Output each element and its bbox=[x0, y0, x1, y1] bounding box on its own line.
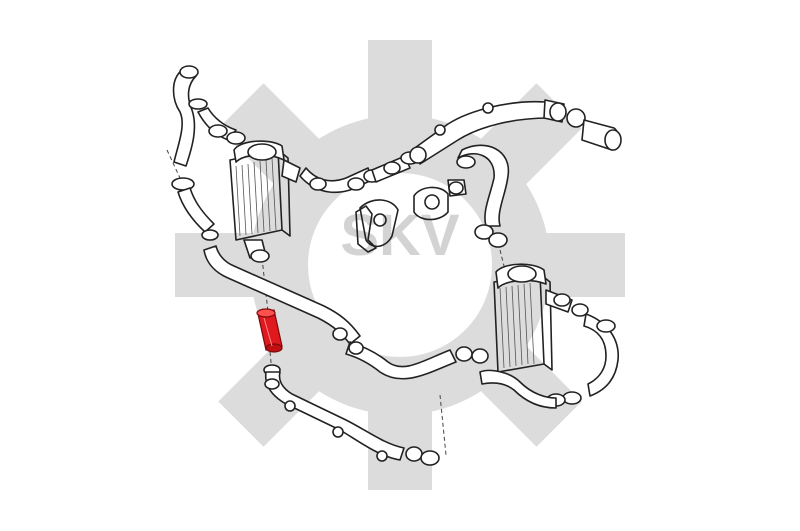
throttle-body bbox=[359, 179, 467, 248]
upper-intercooler bbox=[229, 140, 301, 263]
upper-intercooler-fins bbox=[235, 157, 277, 237]
lower-intercooler bbox=[493, 263, 589, 373]
hose-upper-center bbox=[299, 151, 420, 194]
lower-intercooler-fins bbox=[499, 282, 535, 369]
hose-upper-left bbox=[171, 65, 219, 241]
highlighted-intercooler-pipe[interactable] bbox=[256, 308, 283, 353]
hose-lower-left bbox=[263, 364, 440, 466]
hose-center-right bbox=[456, 144, 510, 248]
hose-lower-intercooler-outlet bbox=[479, 369, 557, 409]
watermark-text: SKV bbox=[340, 203, 460, 268]
mounting-bracket bbox=[355, 205, 377, 253]
pipe-diagonal-long bbox=[203, 245, 489, 380]
hose-to-upper-intercooler bbox=[197, 107, 246, 145]
pipe-upper-right bbox=[409, 99, 622, 165]
